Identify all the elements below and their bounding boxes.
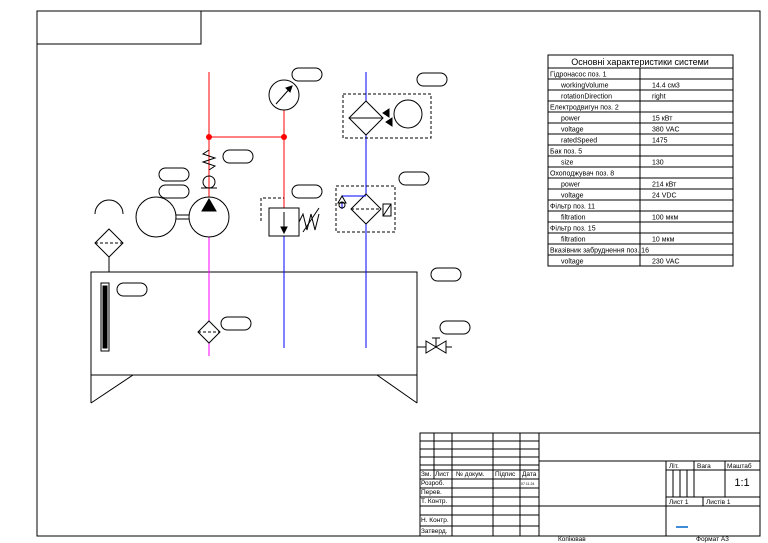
spec-group-label: Електродвигун поз. 2 [550,105,619,112]
date-label: Дата [522,471,537,478]
spec-value: 1475 [652,138,668,145]
specs-table: Основні характеристики системи Гідронасо… [547,54,734,267]
spec-group-label: Охоподжувач поз. 8 [550,171,614,178]
scale-value: 1:1 [734,477,749,489]
spec-value: 15 кВт [652,116,673,123]
spec-value: 214 кВт [652,182,677,189]
specs-title: Основні характеристики системи [571,57,709,67]
suction-filter-icon [197,320,221,344]
n-control-label: Н. Контр. [421,517,449,524]
t-control-label: Т. Контр. [421,498,447,505]
spec-value: 100 мкм [652,215,678,222]
spec-value: 130 [652,160,664,167]
spec-param-label: filtration [561,237,586,244]
return-filter-icon [335,185,396,233]
format-label: Формат А3 [696,536,729,543]
spec-param-label: power [561,116,581,123]
drawing-frame [36,10,761,537]
spec-param-label: workingVolume [560,83,609,90]
mass-label: Вага [697,463,711,470]
doc-no-label: № докум. [456,471,485,478]
zm-label: Зм. [421,471,431,478]
spec-value: 230 VAC [652,259,680,266]
spec-param-label: rotationDirection [561,94,612,101]
title-block-text: Зм. Лист № докум. Підпис Дата 07.11.24 Р… [421,462,752,535]
drain-valve-icon [417,337,452,354]
electric-motor-icon [135,196,189,238]
spec-value: right [652,94,666,101]
spec-value: 10 мкм [652,237,675,244]
spec-group-label: Бак поз. 5 [550,149,582,156]
copied-label: Копіював [558,535,586,543]
tank [90,271,418,404]
junction-dot [281,134,287,140]
spec-value: 380 VAC [652,127,680,134]
spec-param-label: voltage [561,259,584,266]
developed-label: Розроб. [421,479,445,487]
sheet-label: Лист 1 [669,499,689,506]
spec-param-label: filtration [561,215,586,222]
approved-label: Затверд. [421,528,448,535]
lit-label: Літ. [669,462,679,470]
spec-param-label: size [561,160,574,167]
cooler-icon [342,93,432,139]
relief-valve-icon [260,197,320,237]
spec-param-label: ratedSpeed [561,138,597,145]
spec-group-label: Вказівник забруднення поз. 16 [550,247,649,255]
date-value: 07.11.24 [521,482,534,486]
checked-label: Перев. [421,489,442,496]
junction-dot [206,134,212,140]
hydraulic-pump-icon [188,196,230,238]
corner-stamp-box [36,10,202,45]
spec-param-label: voltage [561,193,584,200]
title-block [419,432,761,537]
sheets-label: Листів 1 [706,498,731,506]
spec-value: 14.4 см3 [652,83,680,90]
spec-group-label: Фільтр поз. 11 [550,203,595,211]
list-label: Лист [435,471,449,478]
air-breather-icon [94,199,124,272]
pressure-line [208,72,285,208]
spec-group-label: Гідронасос поз. 1 [550,71,607,79]
spec-value: 24 VDC [652,193,677,200]
spec-group-label: Фільтр поз. 15 [550,225,596,233]
scale-label: Маштаб [727,462,752,470]
spec-param-label: voltage [561,127,584,134]
level-gauge [100,282,110,352]
spec-param-label: power [561,182,581,189]
signature-label: Підпис [495,470,516,478]
pressure-gauge-icon [268,79,300,111]
position-balloons [116,67,471,335]
check-valve-icon [201,149,217,189]
